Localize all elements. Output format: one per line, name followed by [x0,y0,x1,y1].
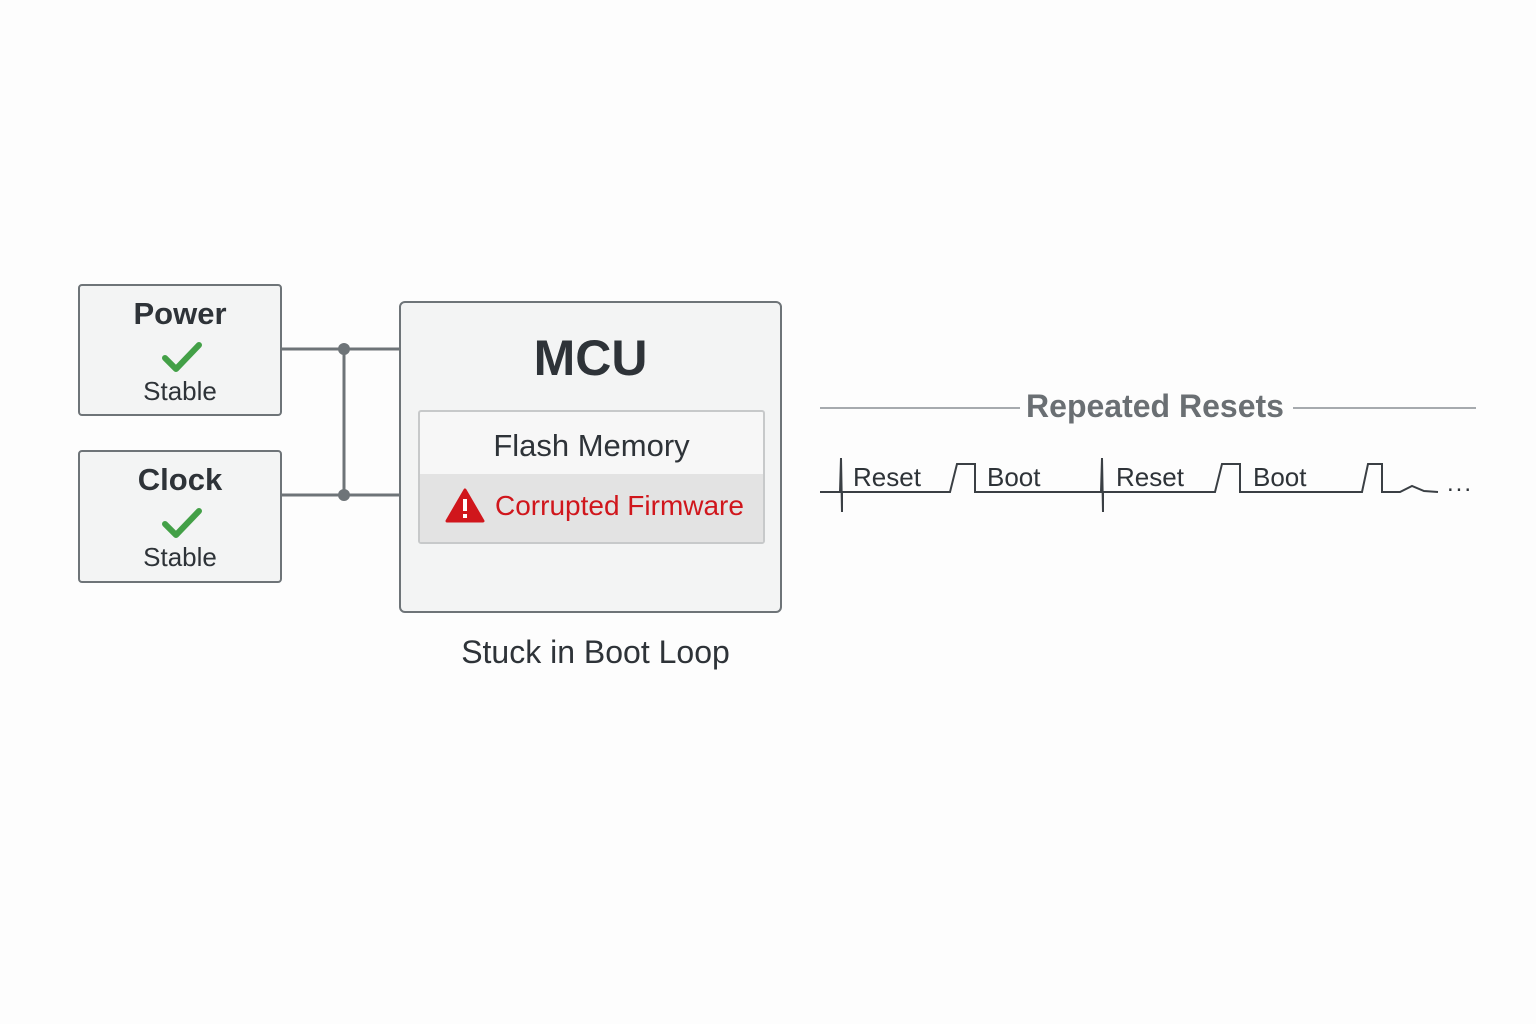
warning-icon [445,488,485,523]
reset-boot-waveform [820,457,1439,513]
firmware-error-text: Corrupted Firmware [495,490,744,521]
junction-dot-bottom [338,489,350,501]
power-status: Stable [143,376,217,406]
clock-box: Clock Stable [78,450,282,583]
mcu-title: MCU [533,330,648,386]
timeline-ellipsis: ... [1447,470,1474,497]
check-icon [162,508,202,538]
power-box: Power Stable [78,284,282,416]
junction-dot-top [338,343,350,355]
power-title: Power [133,296,227,331]
wave-label-reset-1: Reset [853,462,921,492]
wave-label-boot-1: Boot [987,462,1041,492]
wave-label-boot-2: Boot [1253,462,1307,492]
mcu-box: MCU Flash Memory Corrupted Firmware [399,301,782,613]
flash-memory-title: Flash Memory [493,428,690,463]
clock-status: Stable [143,542,217,572]
wave-label-reset-2: Reset [1116,462,1184,492]
firmware-error-row: Corrupted Firmware [420,474,763,542]
flash-memory-box: Flash Memory Corrupted Firmware [418,410,765,544]
check-icon [162,342,202,372]
boot-loop-caption: Stuck in Boot Loop [461,634,730,670]
timeline-title: Repeated Resets [1022,388,1288,425]
clock-title: Clock [137,462,223,497]
